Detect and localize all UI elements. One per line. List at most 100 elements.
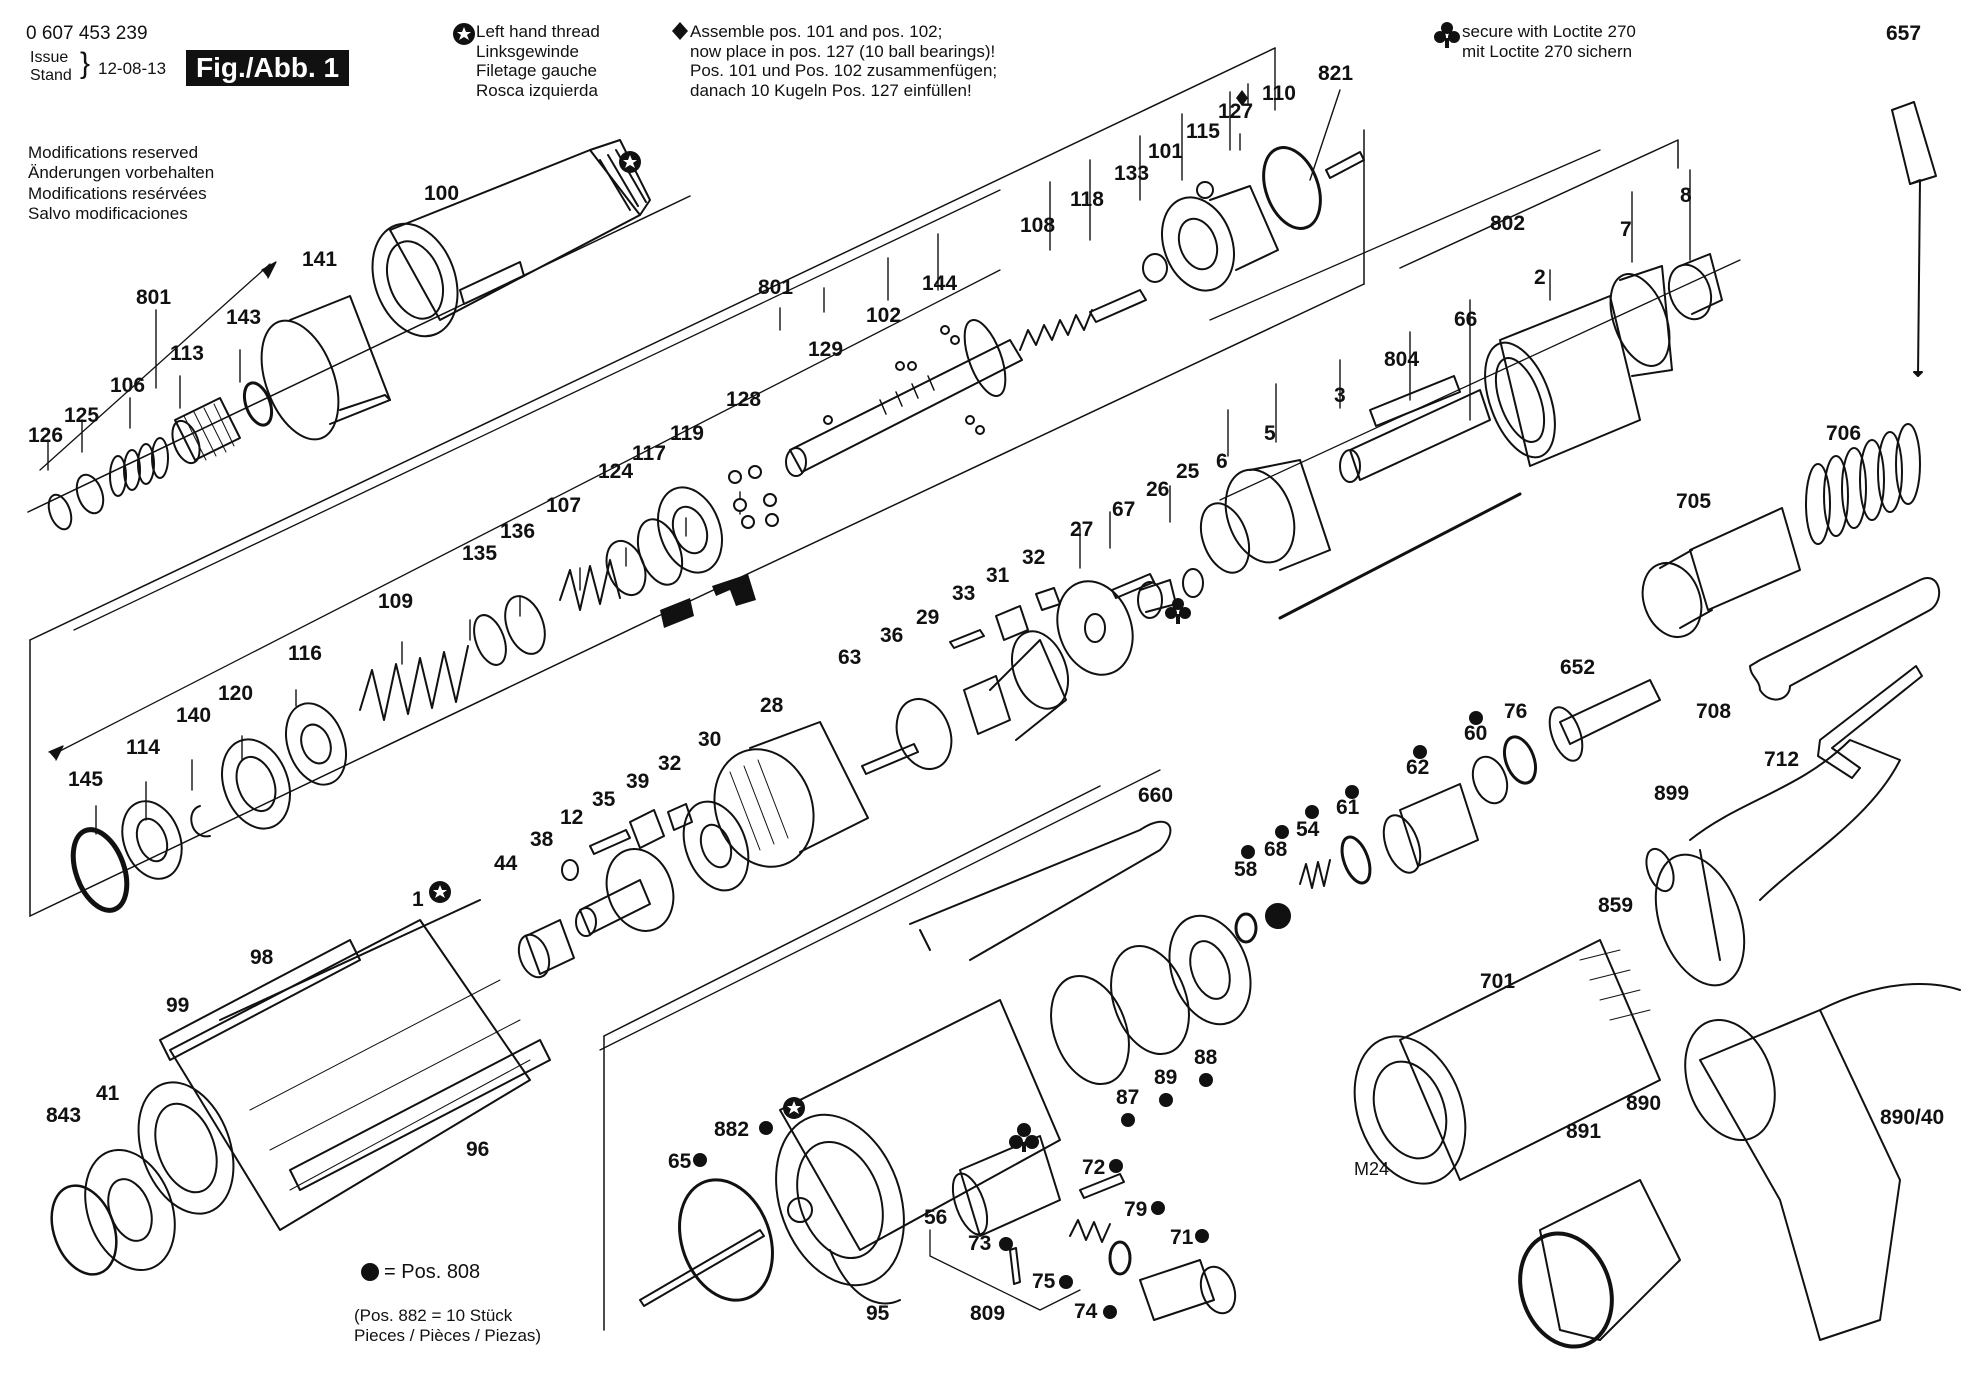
part-652-hose-nipple: [1548, 679, 1661, 762]
label-1: 1: [412, 888, 424, 911]
label-65: 65: [668, 1150, 692, 1173]
part-890-pistol-grip: [1684, 983, 1961, 1341]
label-882: 882: [714, 1118, 749, 1141]
assembly-frame-lower: [603, 785, 1101, 1331]
label-32-top: 32: [1022, 546, 1045, 569]
label-135: 135: [462, 542, 497, 565]
part-706-spring: [1805, 423, 1921, 545]
part-68-ball: [1265, 903, 1291, 929]
label-99: 99: [166, 994, 189, 1017]
part-56-club-icon: [1009, 1123, 1039, 1152]
label-890-40: 890/40: [1880, 1106, 1944, 1129]
label-98: 98: [250, 946, 274, 969]
label-31: 31: [986, 564, 1010, 587]
part-38-spindle: [575, 848, 675, 937]
part-660-wire-clip: [909, 820, 1172, 961]
label-114: 114: [126, 736, 160, 759]
label-891: 891: [1566, 1120, 1601, 1143]
part-95-guard: [829, 1249, 901, 1305]
part-145-o-ring: [70, 827, 130, 913]
part-107-spring: [559, 559, 621, 611]
left-thread-line-fr: Filetage gauche: [476, 61, 597, 81]
label-804: 804: [1384, 348, 1419, 371]
part-118-pin: [1089, 289, 1147, 323]
assemble-line-4: danach 10 Kugeln Pos. 127 einfüllen!: [690, 80, 972, 100]
part-2-cylinder: [1484, 295, 1641, 467]
label-124: 124: [598, 460, 633, 483]
label-95: 95: [866, 1302, 890, 1325]
label-54: 54: [1296, 818, 1320, 841]
part-87-ring: [1050, 974, 1130, 1086]
part-74-spring: [1069, 1219, 1111, 1243]
part-125-ring: [75, 473, 105, 515]
label-141: 141: [302, 248, 337, 271]
label-708: 708: [1696, 700, 1731, 723]
assembly-frame-upper: [27, 47, 1679, 917]
part-98-guard: [159, 939, 361, 1061]
label-36: 36: [880, 624, 903, 647]
part-labels: 657 821 110 127 115 101 133 118 108 100 …: [28, 22, 1944, 1325]
pos-882-note: (Pos. 882 = 10 Stück Pieces / Pièces / P…: [354, 1306, 541, 1347]
label-899: 899: [1654, 782, 1689, 805]
label-56: 56: [924, 1206, 947, 1229]
label-6: 6: [1216, 450, 1228, 473]
part-102-shaft: [785, 319, 1023, 477]
assemble-line-2: now place in pos. 127 (10 ball bearings)…: [690, 41, 996, 61]
part-61-ring: [1340, 835, 1372, 885]
label-44: 44: [494, 852, 518, 875]
label-87: 87: [1116, 1086, 1139, 1109]
label-76: 76: [1504, 700, 1527, 723]
modifications-line-en: Modifications reserved: [28, 143, 199, 162]
label-116: 116: [288, 642, 322, 665]
label-120: 120: [218, 682, 253, 705]
issue-label: Issue: [30, 49, 69, 66]
label-73: 73: [968, 1232, 991, 1255]
left-thread-star-markers: [429, 151, 805, 1119]
label-117: 117: [632, 442, 666, 465]
label-821: 821: [1318, 62, 1353, 85]
label-100: 100: [424, 182, 459, 205]
label-660: 660: [1138, 784, 1173, 807]
part-126-ring: [47, 493, 73, 531]
part-135-ring: [473, 614, 507, 666]
label-859: 859: [1598, 894, 1633, 917]
label-136: 136: [500, 520, 535, 543]
left-thread-symbol-icon: [453, 23, 475, 45]
label-133: 133: [1114, 162, 1149, 185]
label-63: 63: [838, 646, 861, 669]
label-143: 143: [226, 306, 261, 329]
part-809-bracket: [929, 1229, 1081, 1311]
part-96-guard: [289, 1039, 551, 1191]
loctite-club-icon: [1434, 22, 1460, 48]
part-65-o-ring: [678, 1178, 774, 1302]
part-36-washer: [895, 698, 953, 770]
star-marker-100-icon: [619, 151, 641, 173]
label-129: 129: [808, 338, 843, 361]
label-30: 30: [698, 728, 721, 751]
left-thread-line-en: Left hand thread: [476, 22, 600, 41]
label-28: 28: [760, 694, 784, 717]
label-67: 67: [1112, 498, 1135, 521]
part-32-needle-roller-low: [667, 803, 693, 831]
part-708-wrench: [1749, 577, 1940, 701]
label-144: 144: [922, 272, 957, 295]
label-5: 5: [1264, 422, 1276, 445]
label-41: 41: [96, 1082, 120, 1105]
label-26: 26: [1146, 478, 1169, 501]
part-28-ring-gear: [713, 721, 869, 868]
label-96: 96: [466, 1138, 489, 1161]
part-71-button: [1139, 1259, 1237, 1321]
label-801-top: 801: [136, 286, 171, 309]
part-108-spring: [1019, 309, 1093, 351]
part-127-ball-bearings: [728, 325, 985, 529]
part-804-vane: [1369, 375, 1461, 427]
label-118: 118: [1070, 188, 1104, 211]
label-62: 62: [1406, 756, 1429, 779]
part-110-ring: [1262, 146, 1322, 230]
part-41-end-cap: [84, 1148, 176, 1272]
part-106-spring: [109, 437, 169, 497]
label-61: 61: [1336, 796, 1360, 819]
issue-labels: Issue Stand: [30, 49, 72, 85]
